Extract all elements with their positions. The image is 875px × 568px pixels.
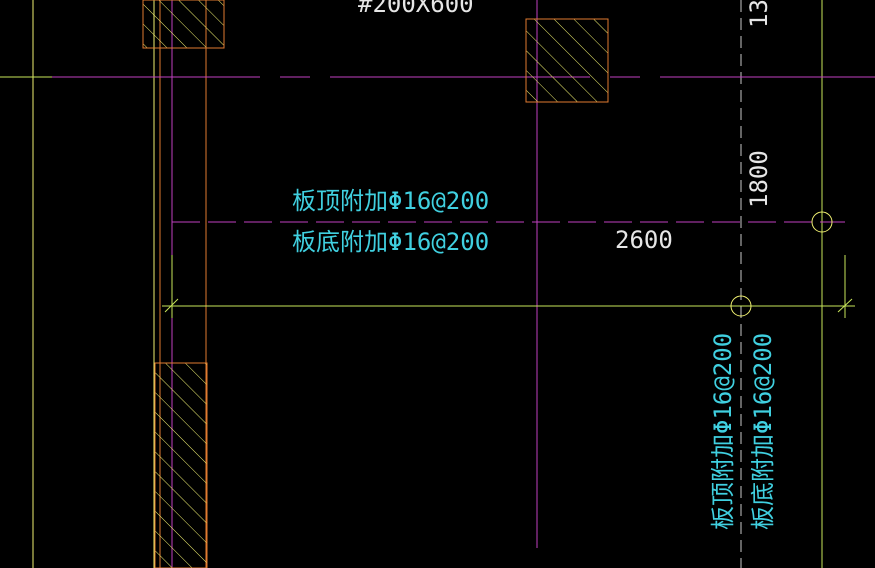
span-width-dimension: 2600 — [615, 226, 673, 254]
annotation-vertical-bottom: 板底附加Φ16@200 — [749, 333, 777, 530]
circle-bubble-icon[interactable] — [811, 211, 833, 233]
annotation-horizontal-bottom: 板底附加Φ16@200 — [292, 228, 489, 256]
circle-bubble-icon[interactable] — [730, 295, 752, 317]
top-beam-label: #200X600 — [358, 0, 474, 18]
lower-left-wall — [154, 362, 208, 568]
span-height-dimension: 1800 — [745, 150, 773, 208]
annotation-vertical-top: 板顶附加Φ16@200 — [709, 333, 737, 530]
top-center-column — [525, 18, 609, 103]
top-left-column — [142, 0, 225, 49]
top-cut-dimension: 130 — [745, 0, 773, 28]
annotation-horizontal-top: 板顶附加Φ16@200 — [292, 187, 489, 215]
